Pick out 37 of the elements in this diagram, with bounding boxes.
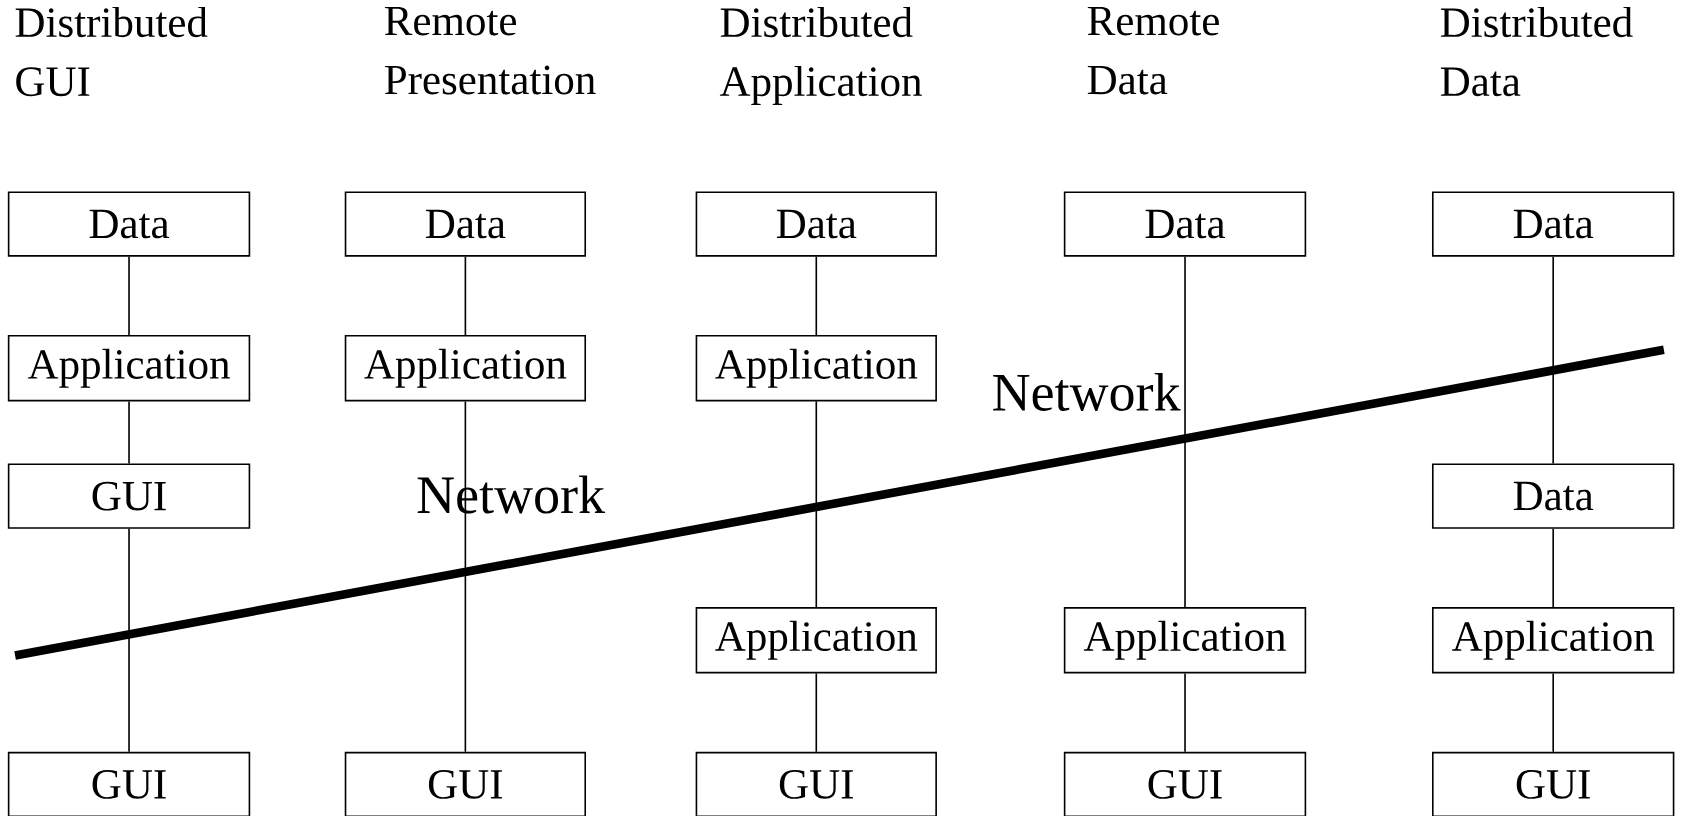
column-title: Distributed GUI bbox=[15, 6, 208, 96]
layer-box: GUI bbox=[695, 751, 937, 816]
layer-box: GUI bbox=[7, 463, 251, 529]
layer-box: GUI bbox=[344, 751, 587, 816]
network-label: Network bbox=[993, 372, 1181, 411]
layer-box: Application bbox=[1432, 606, 1675, 674]
layer-box: Data bbox=[1063, 191, 1307, 257]
column-title: Distributed Application bbox=[719, 6, 922, 105]
connector-line bbox=[815, 400, 818, 608]
connector-line bbox=[128, 400, 130, 465]
layer-box: Data bbox=[344, 191, 587, 257]
connector-line bbox=[128, 527, 130, 753]
layer-box: Application bbox=[1063, 606, 1307, 674]
connector-line bbox=[815, 672, 818, 753]
connector-line bbox=[1184, 672, 1186, 753]
connector-line bbox=[815, 255, 818, 336]
column-title: Remote Data bbox=[1087, 6, 1219, 95]
connector-line bbox=[1552, 527, 1554, 608]
layer-box: GUI bbox=[1432, 751, 1675, 816]
layer-box: GUI bbox=[7, 751, 251, 816]
layer-box: Application bbox=[695, 334, 937, 402]
connector-line bbox=[1184, 255, 1186, 608]
column-title: Remote Presentation bbox=[384, 6, 596, 95]
column-title: Distributed Data bbox=[1440, 6, 1633, 96]
layer-box: Application bbox=[7, 334, 251, 402]
layer-box: Data bbox=[1432, 463, 1675, 529]
layer-box: Data bbox=[695, 191, 937, 257]
connector-line bbox=[128, 255, 130, 336]
connector-line bbox=[1552, 672, 1554, 753]
connector-line bbox=[464, 400, 467, 753]
layer-box: GUI bbox=[1063, 751, 1307, 816]
connector-line bbox=[464, 255, 467, 336]
layer-box: Data bbox=[1432, 191, 1675, 257]
layer-box: Application bbox=[344, 334, 587, 402]
layer-box: Application bbox=[695, 606, 937, 674]
layer-box: Data bbox=[7, 191, 251, 257]
connector-line bbox=[1552, 255, 1554, 465]
